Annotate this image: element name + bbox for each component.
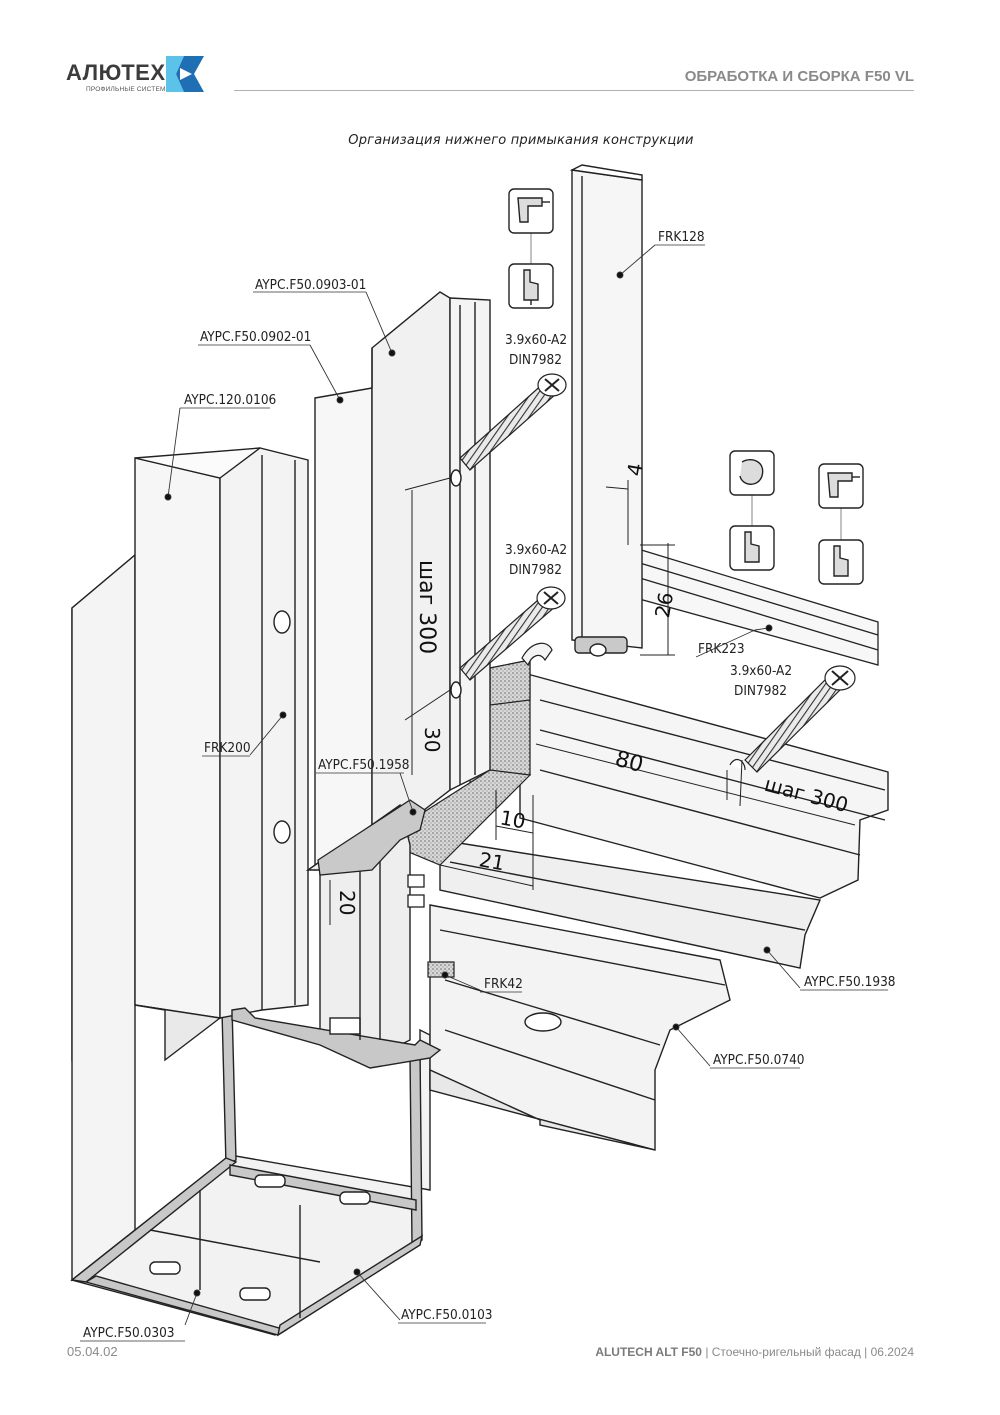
label-aypc-0103: AYPC.F50.0103 (401, 1307, 493, 1323)
transom-profile-aypc-0740 (429, 904, 731, 1151)
page-code: 05.04.02 (67, 1344, 118, 1359)
label-aypc-0902: AYPC.F50.0902-01 (200, 329, 311, 345)
label-screw-2-a: 3.9x60-A2 (505, 542, 567, 558)
drill-icon (818, 463, 864, 509)
label-frk223: FRK223 (698, 641, 745, 657)
footer-description: | Стоечно-ригельный фасад | 06.2024 (701, 1345, 914, 1359)
label-aypc-0303: AYPC.F50.0303 (83, 1325, 175, 1341)
dim-26: 26 (650, 590, 678, 619)
footer-brand: ALUTECH ALT F50 (595, 1345, 702, 1359)
label-screw-2-b: DIN7982 (509, 562, 562, 578)
tool-icons (508, 188, 864, 585)
label-frk128: FRK128 (658, 229, 705, 245)
gasket-frk200 (219, 447, 309, 1019)
label-screw-3-b: DIN7982 (734, 683, 787, 699)
label-frk200: FRK200 (204, 740, 251, 756)
label-aypc-120: AYPC.120.0106 (184, 392, 276, 408)
logo-mark-icon (166, 56, 204, 92)
label-aypc-1958: AYPC.F50.1958 (318, 757, 410, 773)
dim-20: 20 (335, 890, 359, 915)
callout-labels: FRK128 AYPC.F50.0903-01 AYPC.F50.0902-01… (80, 229, 896, 1342)
dim-21: 21 (477, 847, 506, 875)
label-screw-1-a: 3.9x60-A2 (505, 332, 567, 348)
dimension-lines (329, 477, 856, 925)
label-aypc-0740: AYPC.F50.0740 (713, 1052, 805, 1068)
dim-step-300-vertical: шаг 300 (414, 560, 439, 654)
glue-icon (729, 450, 775, 496)
label-frk42: FRK42 (484, 976, 523, 992)
bottom-base-profile (70, 553, 431, 1337)
footer-info: ALUTECH ALT F50 | Стоечно-ригельный фаса… (595, 1345, 914, 1359)
connector-aypc-1958 (317, 799, 426, 908)
label-screw-1-b: DIN7982 (509, 352, 562, 368)
screw-upper (459, 373, 567, 471)
diagram-title: Организация нижнего примыкания конструкц… (348, 133, 694, 148)
gasket-frk128 (569, 164, 643, 657)
screw-right (729, 665, 856, 773)
cover-cap-aypc-0903 (449, 297, 491, 792)
logo-subtitle: ПРОФИЛЬНЫЕ СИСТЕМЫ (86, 86, 172, 93)
hand-press-icon (508, 263, 554, 309)
hand-press-icon (818, 539, 864, 585)
dim-30: 30 (420, 727, 444, 752)
hand-press-icon (729, 525, 775, 571)
logo-text: АЛЮТЕХ (66, 60, 166, 85)
dim-4: 4 (622, 461, 648, 478)
header-divider (234, 90, 914, 91)
transom-profile-aypc-1938 (439, 671, 889, 969)
dim-10: 10 (498, 805, 527, 833)
gasket-frk223 (624, 544, 879, 666)
company-logo: АЛЮТЕХ ПРОФИЛЬНЫЕ СИСТЕМЫ (66, 52, 216, 98)
label-aypc-0903: AYPC.F50.0903-01 (255, 277, 366, 293)
screw-middle (459, 586, 566, 681)
page-title: ОБРАБОТКА И СБОРКА F50 VL (684, 68, 914, 85)
callout-leaders (164, 244, 801, 1326)
pressure-plate-aypc-0902 (314, 291, 451, 871)
drill-icon (508, 188, 554, 234)
label-aypc-1938: AYPC.F50.1938 (804, 974, 896, 990)
label-screw-3-a: 3.9x60-A2 (730, 663, 792, 679)
